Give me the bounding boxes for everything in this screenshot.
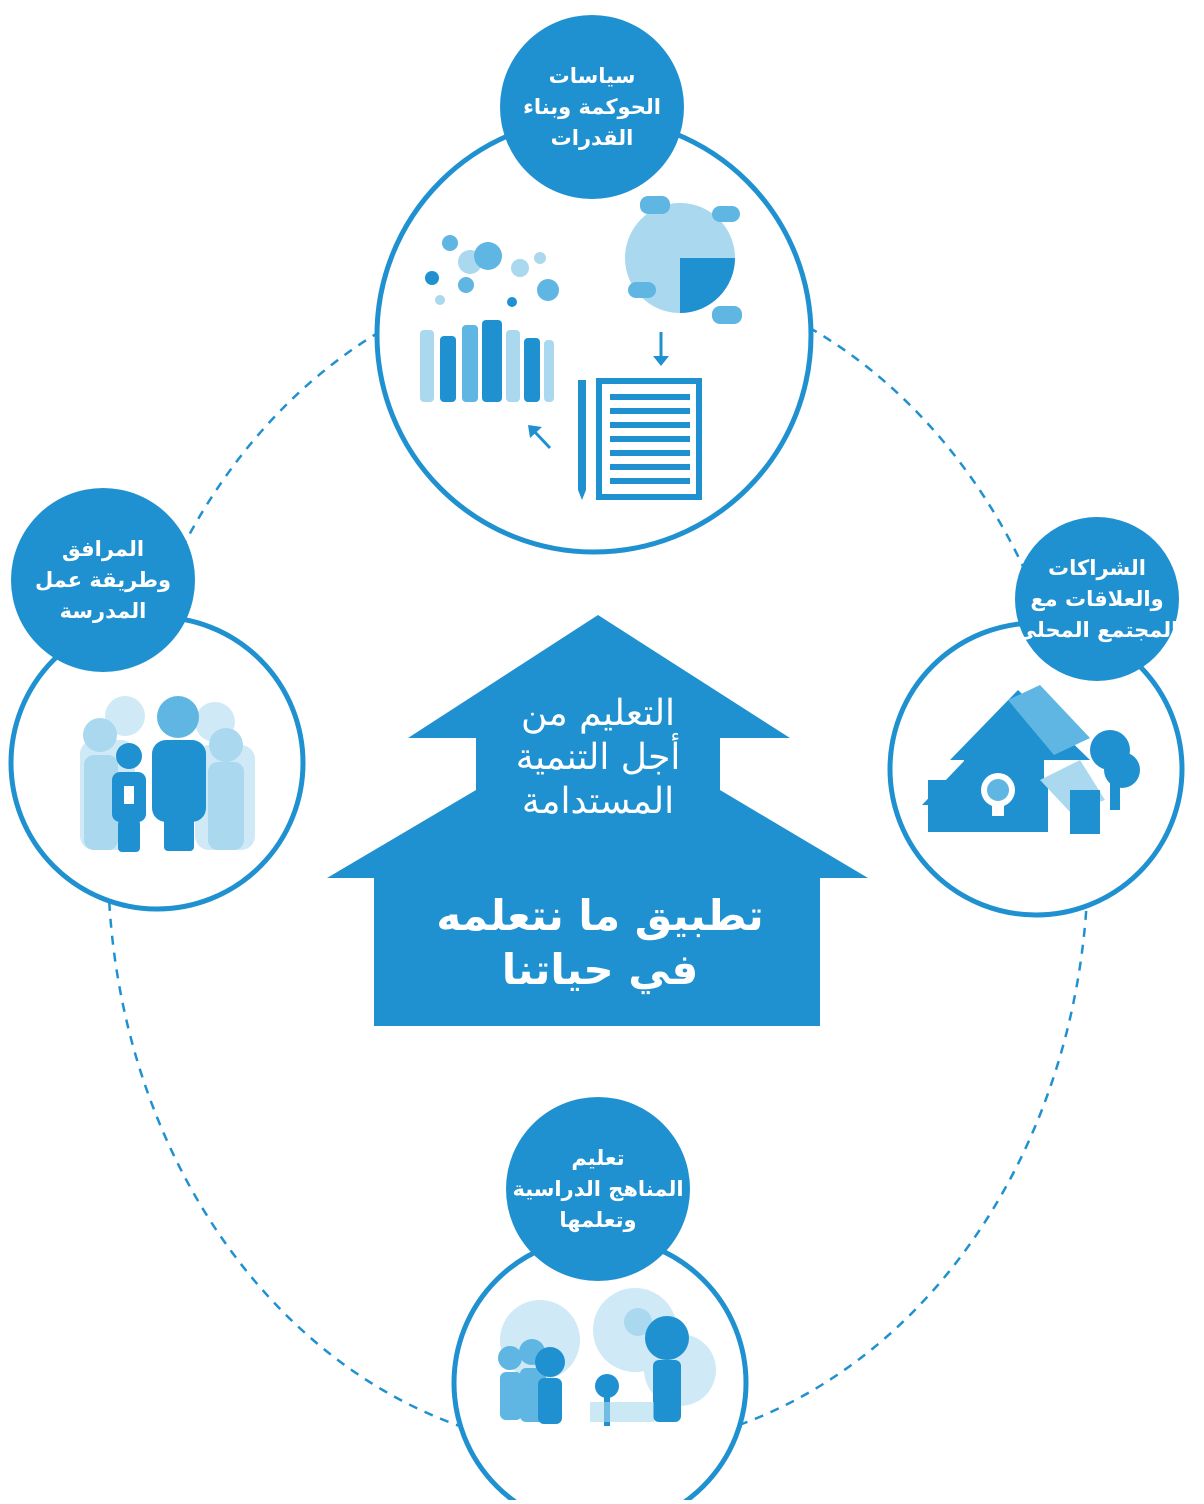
curriculum-pillar — [451, 1097, 749, 1504]
partnerships-pillar — [887, 517, 1185, 918]
governance-pillar — [374, 15, 814, 555]
partnerships-label-badge — [1015, 517, 1179, 681]
facilities-label: المرافق وطريقة عمل المدرسة — [34, 536, 172, 623]
outdoor-learning-people-icon — [498, 1288, 716, 1426]
facilities-pillar — [8, 488, 306, 912]
house-shape — [327, 615, 868, 1026]
governance-puzzle-hands-document-icon — [420, 196, 742, 500]
curriculum-label: تعليم المناهج الدراسية وتعلمها — [512, 1145, 684, 1232]
governance-label: سياسات الحوكمة وبناء القدرات — [523, 63, 661, 150]
partnerships-label: الشراكات والعلاقات مع المجتمع المحلي — [1015, 555, 1179, 642]
community-house-solar-icon — [922, 685, 1140, 834]
curriculum-label-badge — [506, 1097, 690, 1281]
house-title: التعليم من أجل التنمية المستدامة — [515, 693, 681, 822]
facilities-label-badge — [11, 488, 195, 672]
school-people-icon — [80, 696, 255, 852]
house-motto: تطبيق ما نتعلمه في حياتنا — [436, 891, 764, 994]
governance-label-badge — [500, 15, 684, 199]
